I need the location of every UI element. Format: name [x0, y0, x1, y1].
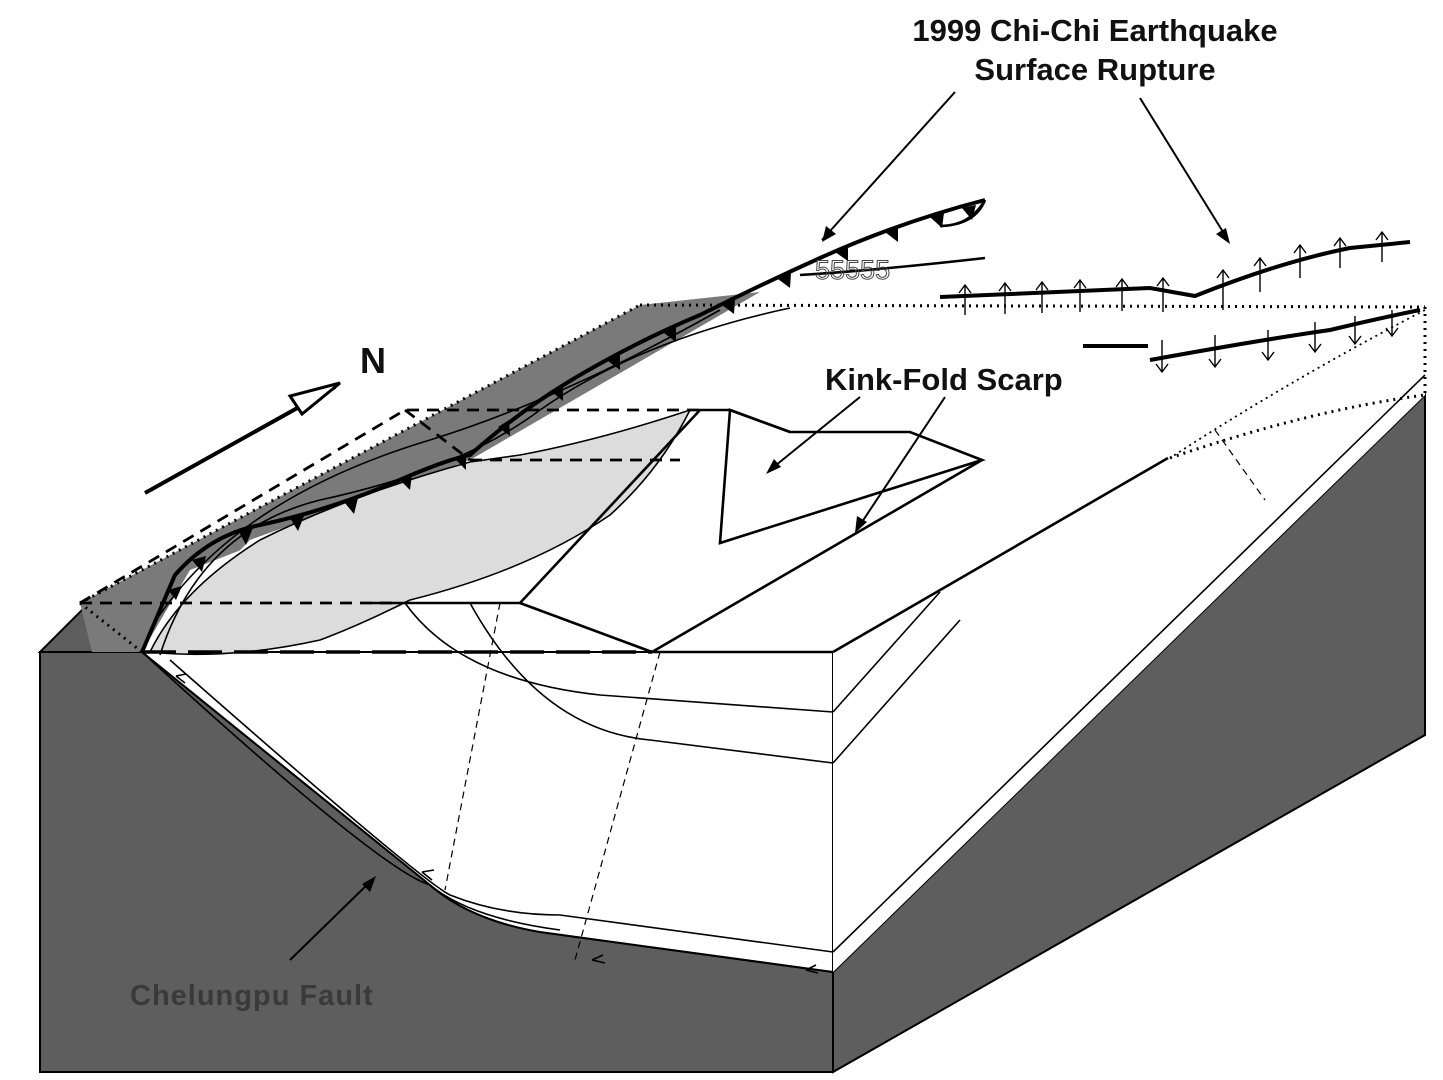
fault-arrow-head	[362, 876, 376, 892]
north-arrowhead	[287, 381, 341, 417]
fault-slip-arrows	[175, 673, 819, 974]
slip-arrows-lower	[1155, 310, 1399, 374]
rupture-arrow-right	[1139, 97, 1229, 241]
front-face-strata	[141, 374, 1426, 961]
rupture-title-line2: Surface Rupture	[974, 52, 1215, 87]
block-right-face	[833, 310, 1425, 972]
rupture-arrow-left-head	[822, 226, 836, 242]
kink-fold-geometry	[370, 408, 1169, 654]
chelungpu-fault-label: Chelungpu Fault	[130, 980, 374, 1012]
thrust-rupture-trace	[140, 198, 987, 653]
terrace-surface	[148, 408, 692, 656]
annotation-arrows	[289, 91, 1230, 961]
dashed-reference-plane	[79, 408, 700, 654]
north-arrow	[144, 381, 341, 495]
rupture-arrow-right-head	[1216, 228, 1230, 244]
north-label: N	[360, 340, 386, 381]
stray-digits: 55555	[815, 255, 890, 285]
kink-arrow-left-head	[766, 459, 781, 474]
kink-arrow-right	[857, 396, 946, 529]
rupture-title-line1: 1999 Chi-Chi Earthquake	[912, 13, 1277, 48]
kink-arrow-left	[769, 396, 861, 471]
kink-arrow-right-head	[855, 516, 867, 533]
thrust-teeth	[168, 205, 976, 600]
kink-fold-scarp-label: Kink-Fold Scarp	[825, 362, 1063, 397]
slip-arrows-upper	[958, 230, 1389, 315]
rupture-arrow-left	[821, 91, 956, 241]
right-rupture-trace	[939, 230, 1421, 374]
dotted-block-outline	[79, 303, 1427, 654]
fault-arrow	[289, 879, 373, 961]
